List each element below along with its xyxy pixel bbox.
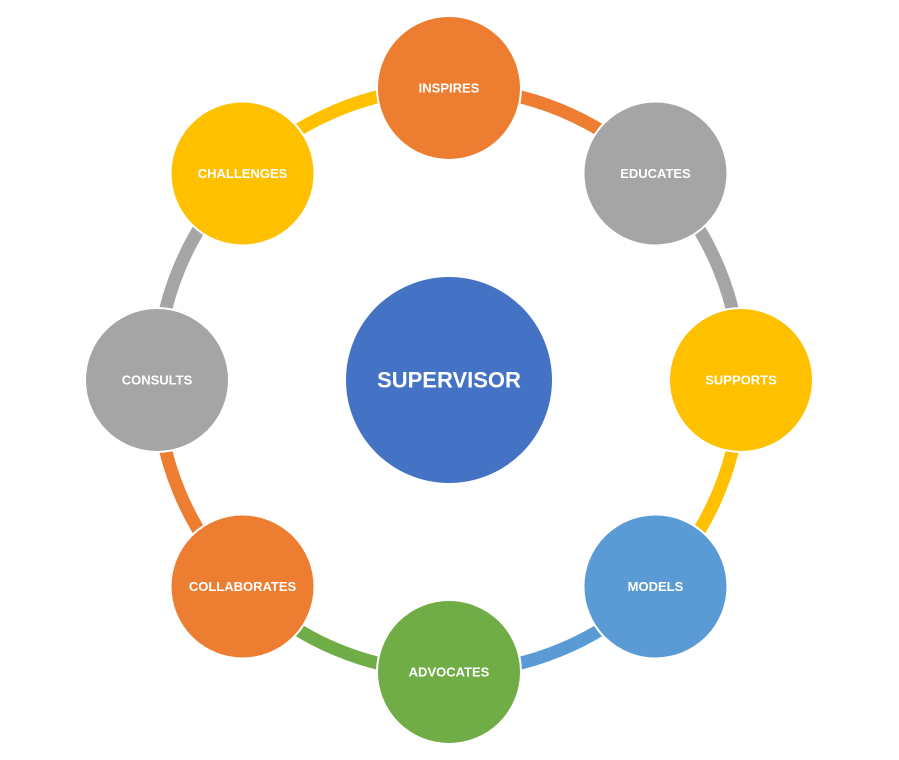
- center-circle: [346, 277, 552, 483]
- node-collaborates: COLLABORATES: [169, 513, 316, 660]
- node-circle-models: [582, 513, 729, 660]
- node-label-collaborates: COLLABORATES: [189, 579, 297, 594]
- node-circle-inspires: [376, 15, 522, 161]
- ring-nodes: INSPIRES EDUCATES SUPPORTS MODELS ADVOCATES C…: [84, 15, 814, 745]
- node-supports: SUPPORTS: [668, 307, 814, 453]
- node-label-educates: EDUCATES: [620, 166, 691, 181]
- node-advocates: ADVOCATES: [376, 599, 522, 745]
- node-models: MODELS: [582, 513, 729, 660]
- node-inspires: INSPIRES: [376, 15, 522, 161]
- node-circle-advocates: [376, 599, 522, 745]
- node-circle-educates: [582, 100, 729, 247]
- center-node: SUPERVISOR: [346, 277, 552, 483]
- node-label-advocates: ADVOCATES: [409, 665, 490, 680]
- node-consults: CONSULTS: [84, 307, 230, 453]
- node-label-consults: CONSULTS: [122, 373, 193, 388]
- node-challenges: CHALLENGES: [169, 100, 316, 247]
- node-circle-consults: [84, 307, 230, 453]
- node-label-supports: SUPPORTS: [705, 373, 777, 388]
- node-label-models: MODELS: [628, 579, 684, 594]
- node-label-challenges: CHALLENGES: [198, 166, 288, 181]
- center-label: SUPERVISOR: [377, 368, 521, 393]
- node-circle-collaborates: [169, 513, 316, 660]
- node-label-inspires: INSPIRES: [419, 81, 480, 96]
- node-circle-supports: [668, 307, 814, 453]
- node-educates: EDUCATES: [582, 100, 729, 247]
- node-circle-challenges: [169, 100, 316, 247]
